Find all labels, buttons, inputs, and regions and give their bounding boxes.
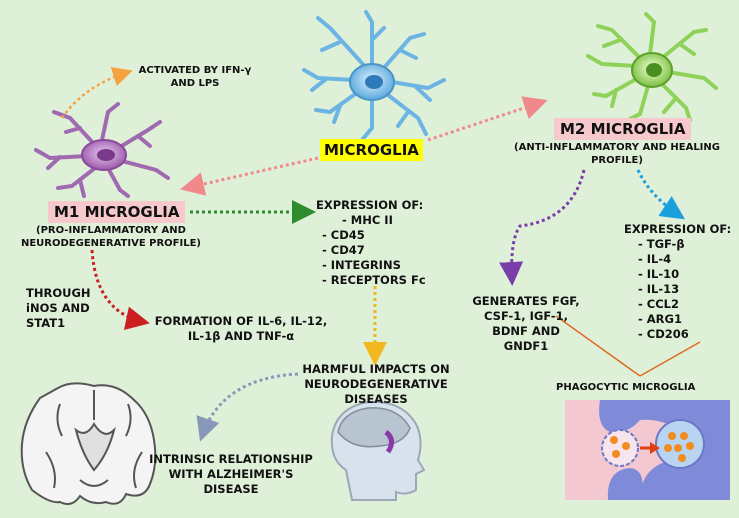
arrow-harmful-alzheimers xyxy=(196,372,299,442)
m1-expression-item: - INTEGRINS xyxy=(322,258,401,272)
microglia-label: MICROGLIA xyxy=(320,139,423,161)
m1-profile-line-1: (PRO-INFLAMMATORY AND xyxy=(36,225,186,236)
generates-line-1: GENERATES FGF, xyxy=(472,294,580,308)
m2-profile: (ANTI-INFLAMMATORY AND HEALING PROFILE) xyxy=(508,141,726,167)
formation-line-1: FORMATION OF IL-6, IL-12, xyxy=(154,314,328,328)
m2-expression-block: EXPRESSION OF: - TGF-β - IL-4 - IL-10 - … xyxy=(624,222,731,342)
m1-expression-block: EXPRESSION OF: - MHC II - CD45 - CD47 - … xyxy=(316,198,426,288)
m2-expression-item: - CCL2 xyxy=(638,297,679,311)
m1-profile: (PRO-INFLAMMATORY AND NEURODEGENERATIVE … xyxy=(14,224,208,250)
m1-expression-item: - CD47 xyxy=(322,243,365,257)
m2-expression-header: EXPRESSION OF: xyxy=(624,222,732,236)
phagocytic-text: PHAGOCYTIC MICROGLIA xyxy=(556,382,696,393)
harmful-impacts-label: HARMFUL IMPACTS ON NEURODEGENERATIVE DIS… xyxy=(296,362,456,407)
arrow-m2-expression xyxy=(636,169,685,220)
arrow-activation xyxy=(60,67,133,119)
m2-expression-item: - CD206 xyxy=(638,327,689,341)
m1-profile-line-2: NEURODEGENERATIVE PROFILE) xyxy=(20,238,201,249)
m2-expression-item: - TGF-β xyxy=(638,237,685,251)
activation-line-2: AND LPS xyxy=(170,78,220,89)
generates-line-4: GNDF1 xyxy=(503,339,549,353)
connector-generates xyxy=(555,315,641,377)
harmful-line-3: DISEASES xyxy=(344,392,408,406)
m2-microglia-cell-icon xyxy=(586,12,718,122)
through-line-3: STAT1 xyxy=(26,316,66,330)
generates-line-2: CSF-1, IGF-1, xyxy=(484,309,568,323)
arrow-m1-formation xyxy=(90,249,150,331)
generates-label: GENERATES FGF, CSF-1, IGF-1, BDNF AND GN… xyxy=(468,294,584,354)
arrow-to-m2 xyxy=(427,96,548,142)
alzheimers-line-2: WITH ALZHEIMER'S DISEASE xyxy=(168,467,294,496)
center-microglia-title: MICROGLIA xyxy=(320,139,423,161)
m2-expression-item: - IL-4 xyxy=(638,252,672,266)
m2-expression-item: - IL-13 xyxy=(638,282,680,296)
through-line-1: THROUGH xyxy=(26,286,91,300)
m1-expression-item: - MHC II xyxy=(342,213,393,227)
m2-title-label: M2 MICROGLIA xyxy=(554,118,692,140)
generates-line-3: BDNF AND xyxy=(492,324,560,338)
harmful-line-1: HARMFUL IMPACTS ON xyxy=(302,362,450,376)
m1-title: M1 MICROGLIA xyxy=(48,201,186,223)
m1-title-label: M1 MICROGLIA xyxy=(48,201,186,223)
center-microglia-cell-icon xyxy=(302,10,446,142)
alzheimers-label: INTRINSIC RELATIONSHIP WITH ALZHEIMER'S … xyxy=(148,452,314,497)
phagocytosis-illustration xyxy=(565,400,730,500)
m2-title: M2 MICROGLIA xyxy=(554,118,692,140)
head-brain-icon xyxy=(330,400,426,501)
m2-expression-item: - ARG1 xyxy=(638,312,682,326)
brain-section-icon xyxy=(20,382,157,505)
arrow-m2-generates xyxy=(499,169,586,286)
phagocytic-label: PHAGOCYTIC MICROGLIA xyxy=(556,381,695,394)
m1-expression-header: EXPRESSION OF: xyxy=(316,198,424,212)
formation-label: FORMATION OF IL-6, IL-12, IL-1β AND TNF-… xyxy=(148,314,334,344)
formation-line-2: IL-1β AND TNF-α xyxy=(187,329,295,343)
m2-profile-line-2: PROFILE) xyxy=(591,155,643,166)
m1-expression-item: - CD45 xyxy=(322,228,365,242)
connector-expression xyxy=(639,341,701,377)
m2-profile-line-1: (ANTI-INFLAMMATORY AND HEALING xyxy=(514,142,720,153)
activation-line-1: ACTIVATED BY IFN-γ xyxy=(138,65,252,76)
m2-expression-item: - IL-10 xyxy=(638,267,680,281)
through-label: THROUGH iNOS AND STAT1 xyxy=(26,286,91,331)
through-line-2: iNOS AND xyxy=(26,301,90,315)
harmful-line-2: NEURODEGENERATIVE xyxy=(304,377,448,391)
alzheimers-line-1: INTRINSIC RELATIONSHIP xyxy=(149,452,313,466)
activation-label: ACTIVATED BY IFN-γ AND LPS xyxy=(126,64,264,90)
m1-microglia-cell-icon xyxy=(34,102,170,198)
m1-expression-item: - RECEPTORS Fc xyxy=(322,273,426,287)
arrow-to-m1 xyxy=(180,156,319,196)
